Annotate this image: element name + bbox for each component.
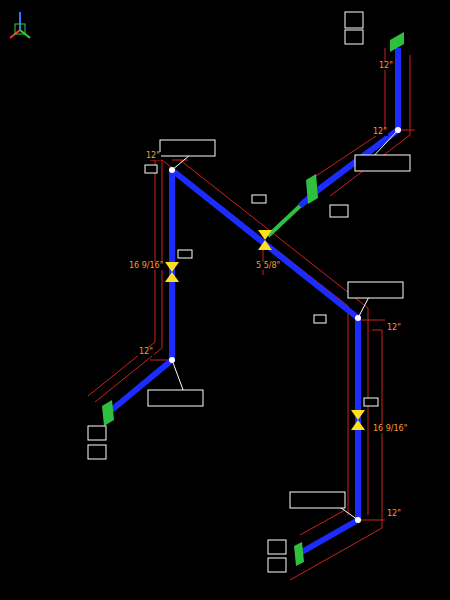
weld-points [169, 127, 401, 523]
callout-boxes [88, 12, 410, 572]
dimension-label: 5 5/8" [255, 262, 281, 270]
branch-pipe [268, 206, 300, 236]
dimension-label: 12" [372, 128, 388, 136]
north-arrow [10, 12, 30, 38]
dimension-label: 16 9/16" [128, 262, 164, 270]
dimension-label: 16 9/16" [372, 425, 408, 433]
dimension-lines [88, 48, 415, 580]
dimension-label: 12" [386, 510, 402, 518]
dimension-label: 12" [138, 348, 154, 356]
dimension-label: 12" [145, 152, 161, 160]
dimension-label: 12" [386, 324, 402, 332]
dimension-label: 12" [378, 62, 394, 70]
pipe-run [108, 48, 398, 553]
flanges [102, 32, 404, 566]
